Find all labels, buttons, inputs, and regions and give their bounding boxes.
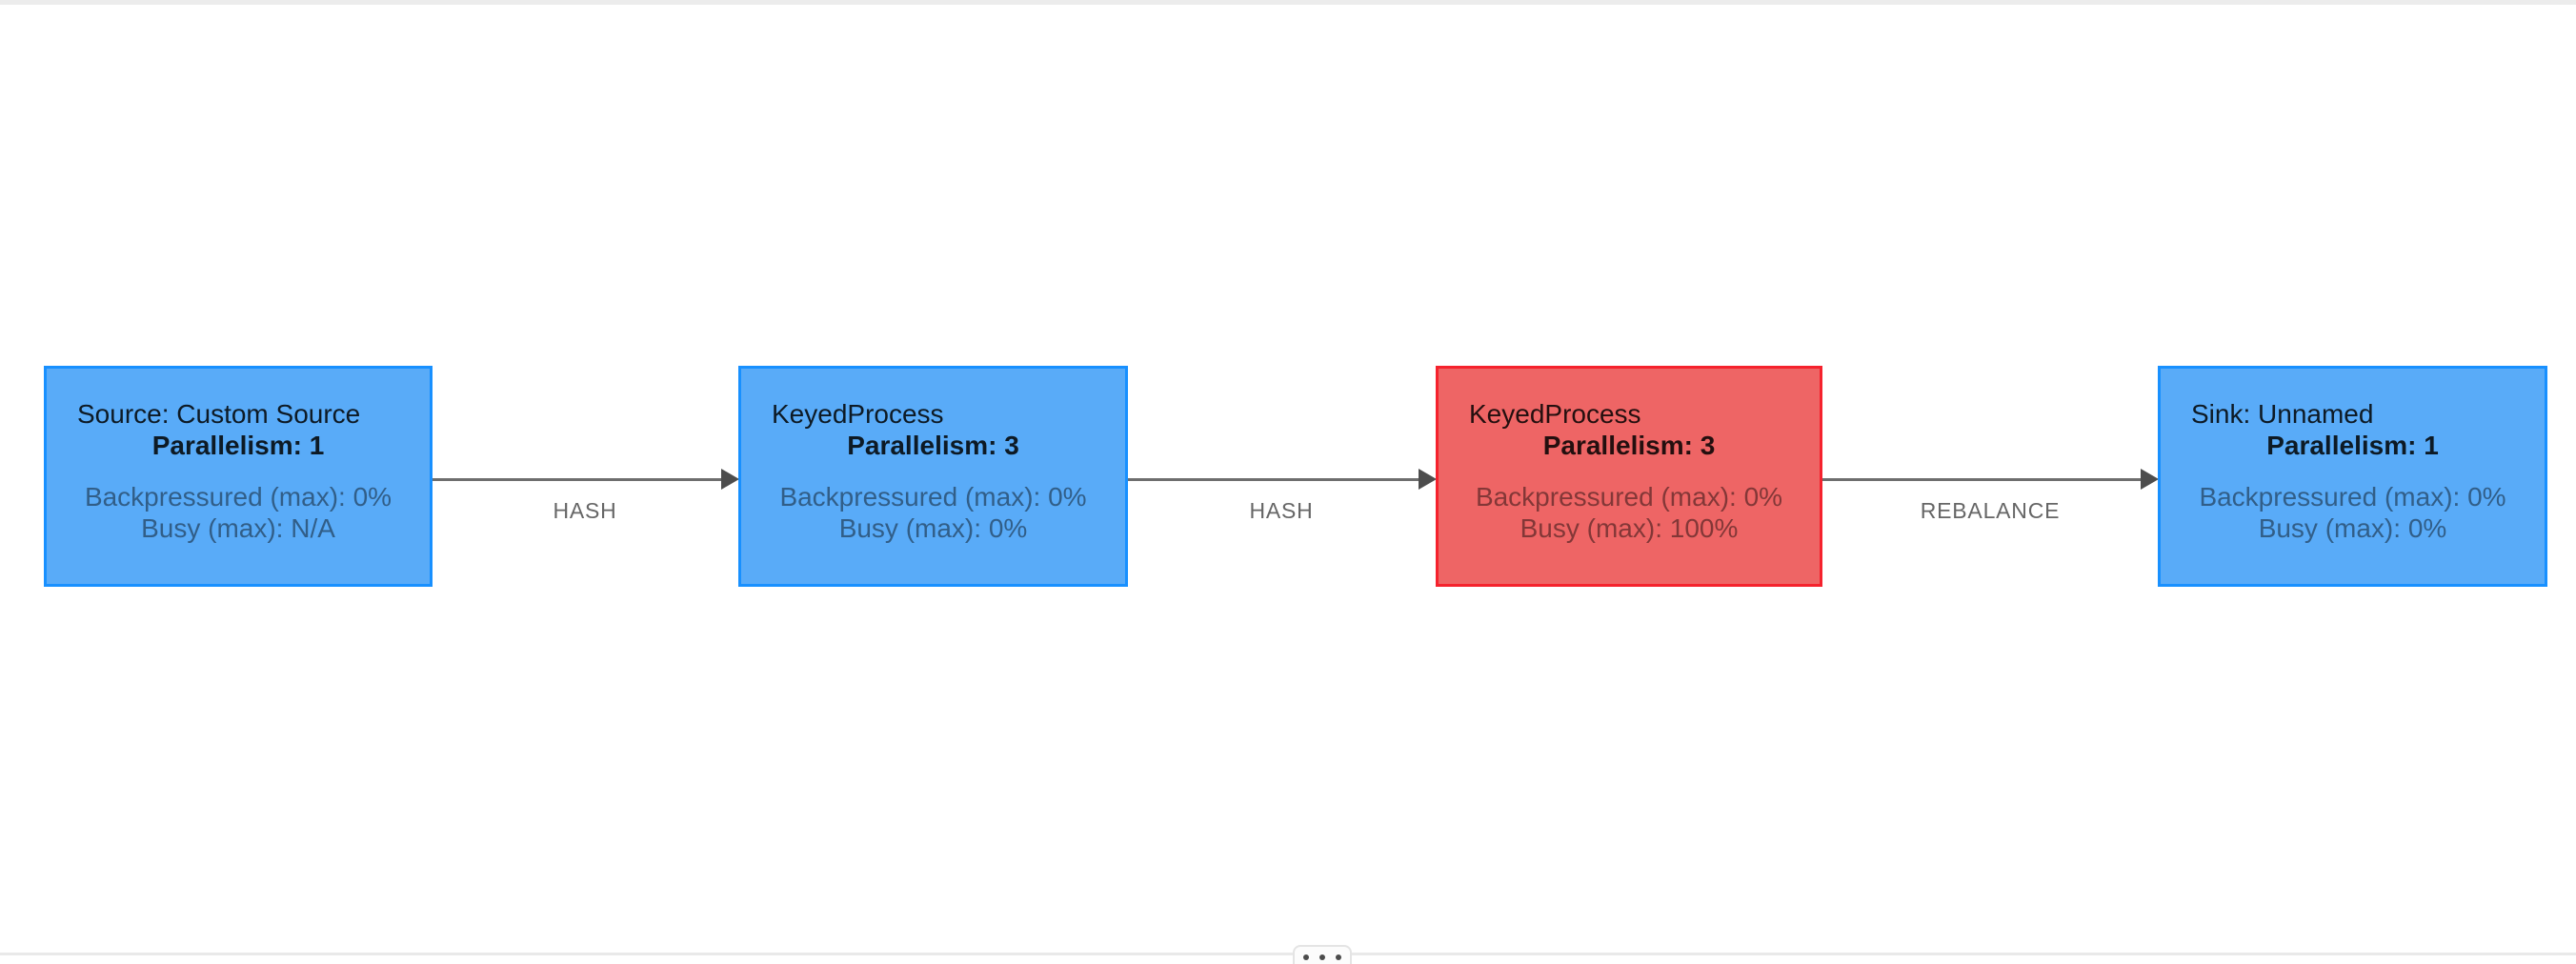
top-divider <box>0 0 2576 5</box>
job-node-keyedprocess-2[interactable]: KeyedProcess Parallelism: 3 Backpressure… <box>1436 366 1822 587</box>
node-name: KeyedProcess <box>1469 399 1641 429</box>
node-busy: Busy (max): 0% <box>838 513 1028 543</box>
node-busy: Busy (max): N/A <box>141 513 335 543</box>
ellipsis-icon <box>1303 947 1341 964</box>
arrowhead-icon <box>1419 469 1437 490</box>
node-name: Source: Custom Source <box>77 399 361 429</box>
node-name: Sink: Unnamed <box>2191 399 2374 429</box>
bottom-panel-divider <box>0 953 2576 955</box>
edge-line <box>1128 478 1419 481</box>
spacer <box>772 461 1095 481</box>
node-backpressured: Backpressured (max): 0% <box>1475 482 1783 512</box>
node-name: KeyedProcess <box>772 399 944 429</box>
arrowhead-icon <box>721 469 739 490</box>
bottom-drawer-toggle[interactable] <box>1293 945 1352 964</box>
spacer <box>77 461 399 481</box>
edge-label: HASH <box>553 498 617 523</box>
edge-label: REBALANCE <box>1920 498 2061 523</box>
job-node-keyedprocess-1[interactable]: KeyedProcess Parallelism: 3 Backpressure… <box>738 366 1128 587</box>
arrowhead-icon <box>2141 469 2159 490</box>
node-parallelism: Parallelism: 3 <box>847 431 1019 460</box>
edge-line <box>433 478 721 481</box>
job-node-sink[interactable]: Sink: Unnamed Parallelism: 1 Backpressur… <box>2158 366 2547 587</box>
node-busy: Busy (max): 100% <box>1519 513 1739 543</box>
node-parallelism: Parallelism: 1 <box>151 431 325 460</box>
job-node-source[interactable]: Source: Custom Source Parallelism: 1 Bac… <box>44 366 433 587</box>
node-backpressured: Backpressured (max): 0% <box>2199 482 2506 512</box>
node-backpressured: Backpressured (max): 0% <box>779 482 1087 512</box>
node-parallelism: Parallelism: 3 <box>1542 431 1716 460</box>
spacer <box>1469 461 1789 481</box>
node-parallelism: Parallelism: 1 <box>2266 431 2439 460</box>
spacer <box>2191 461 2514 481</box>
edge-line <box>1822 478 2141 481</box>
node-busy: Busy (max): 0% <box>2258 513 2447 543</box>
node-backpressured: Backpressured (max): 0% <box>84 482 392 512</box>
edge-label: HASH <box>1249 498 1314 523</box>
